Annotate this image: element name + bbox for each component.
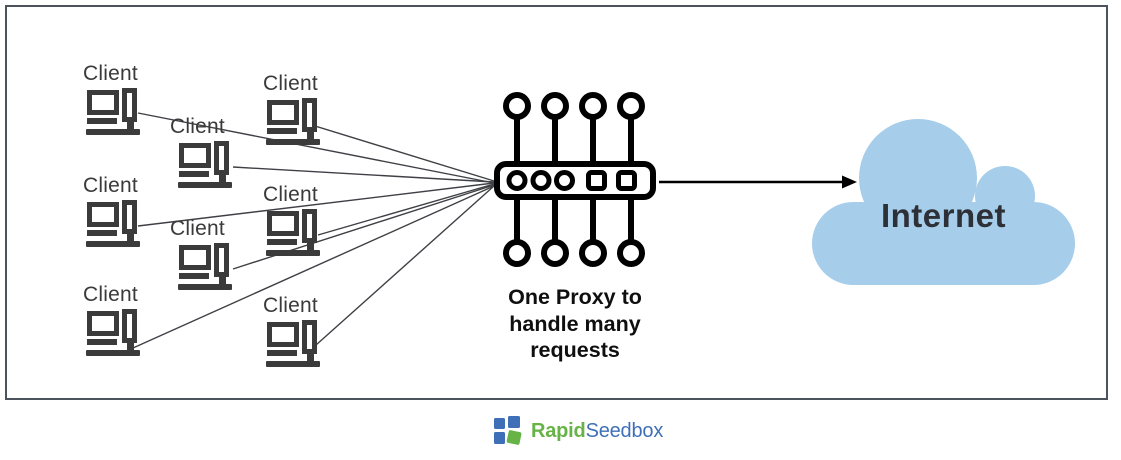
computer-icon <box>178 243 232 290</box>
client-node: Client <box>263 294 320 367</box>
computer-icon <box>86 309 140 356</box>
client-node: Client <box>263 72 320 145</box>
client-node: Client <box>83 62 140 135</box>
computer-icon <box>178 141 232 188</box>
proxy-caption: One Proxy to handle many requests <box>460 284 690 364</box>
client-node: Client <box>263 183 320 256</box>
rapidseedbox-logo-text: RapidSeedbox <box>531 416 663 447</box>
client-label: Client <box>263 72 318 95</box>
client-label: Client <box>170 217 225 240</box>
client-label: Client <box>170 115 225 138</box>
client-label: Client <box>83 62 138 85</box>
computer-icon <box>86 200 140 247</box>
computer-icon <box>266 320 320 367</box>
logo-rapid: Rapid <box>531 420 586 442</box>
logo-seedbox: Seedbox <box>585 420 664 442</box>
rapidseedbox-logo: RapidSeedbox <box>494 416 663 447</box>
proxy-caption-line2: handle many <box>509 311 641 336</box>
client-node: Client <box>170 217 232 290</box>
client-node: Client <box>83 283 140 356</box>
cloud-body <box>812 202 1075 285</box>
rapidseedbox-grid-icon <box>494 416 522 445</box>
client-label: Client <box>83 174 138 197</box>
proxy-caption-line1: One Proxy to <box>508 285 642 309</box>
client-node: Client <box>170 115 232 188</box>
client-label: Client <box>83 283 138 306</box>
proxy-caption-line3: requests <box>530 338 620 362</box>
client-label: Client <box>263 183 318 206</box>
internet-label: Internet <box>880 197 1006 234</box>
computer-icon <box>86 88 140 135</box>
diagram-border <box>5 5 1108 400</box>
client-label: Client <box>263 294 318 317</box>
proxy-hub-icon <box>494 92 656 267</box>
computer-icon <box>266 98 320 145</box>
computer-icon <box>266 209 320 256</box>
client-node: Client <box>83 174 140 247</box>
cloud-icon: Internet <box>812 119 1075 285</box>
